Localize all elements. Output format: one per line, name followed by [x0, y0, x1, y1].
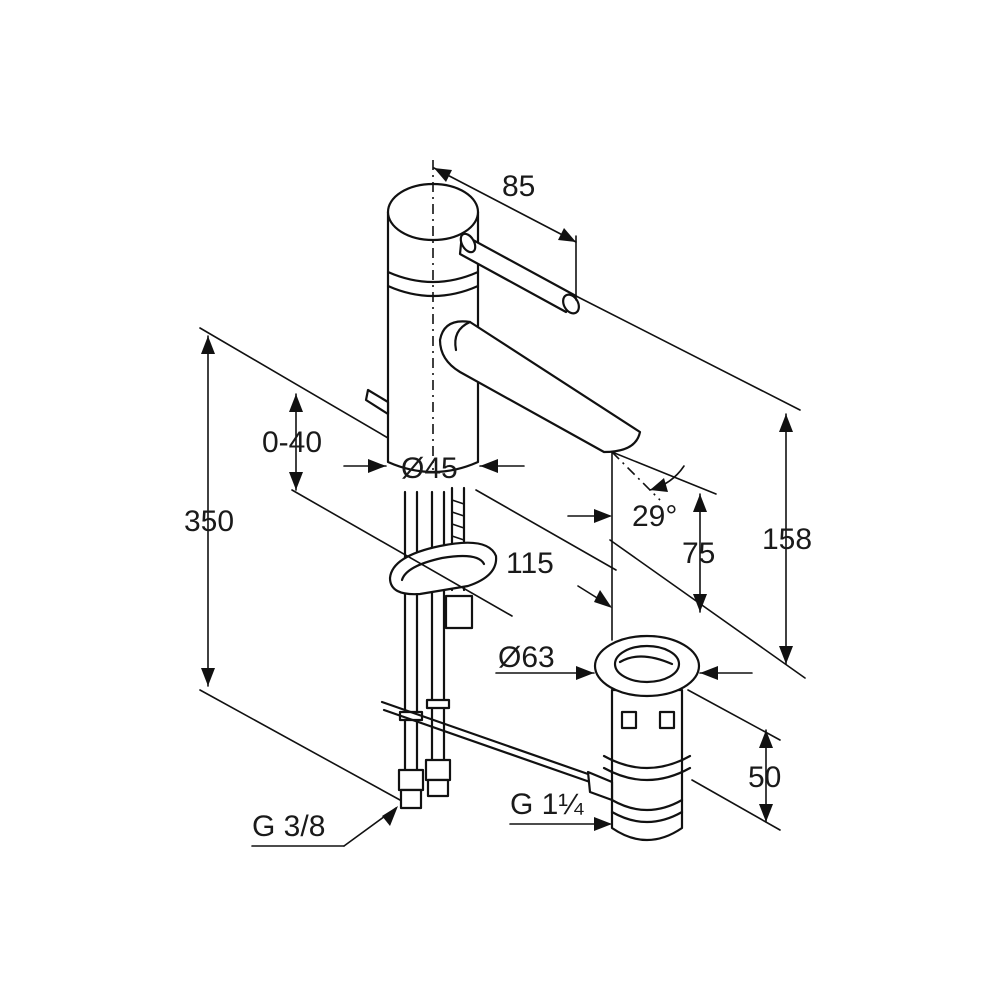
popup-linkage [380, 700, 592, 784]
supply-hoses [397, 486, 466, 810]
mounting-bracket [388, 541, 498, 630]
dim-overall-height: 158 [762, 523, 812, 556]
dim-hose-thread: G 3/8 [252, 810, 325, 843]
dimension-lines [199, 167, 806, 847]
dimension-labels: 85 0-40 Ø45 350 29° 75 115 158 Ø63 50 G … [184, 170, 812, 843]
dim-waste-height: 50 [748, 761, 781, 794]
popup-rod [364, 388, 390, 416]
dim-body-diameter: Ø45 [401, 452, 458, 485]
faucet-body [386, 160, 480, 474]
dim-spout-projection: 115 [506, 547, 554, 580]
lever-handle [458, 232, 580, 315]
spout [438, 320, 642, 454]
dim-waste-diameter: Ø63 [498, 641, 555, 674]
dim-adjust-range: 0-40 [262, 426, 322, 459]
dim-waste-thread: G 1¼ [510, 788, 584, 821]
dim-height-total: 350 [184, 505, 234, 538]
dim-spout-height: 75 [682, 537, 715, 570]
waste-fitting [586, 634, 701, 841]
dim-reach-top: 85 [502, 170, 535, 203]
dim-spout-angle: 29° [632, 500, 677, 533]
